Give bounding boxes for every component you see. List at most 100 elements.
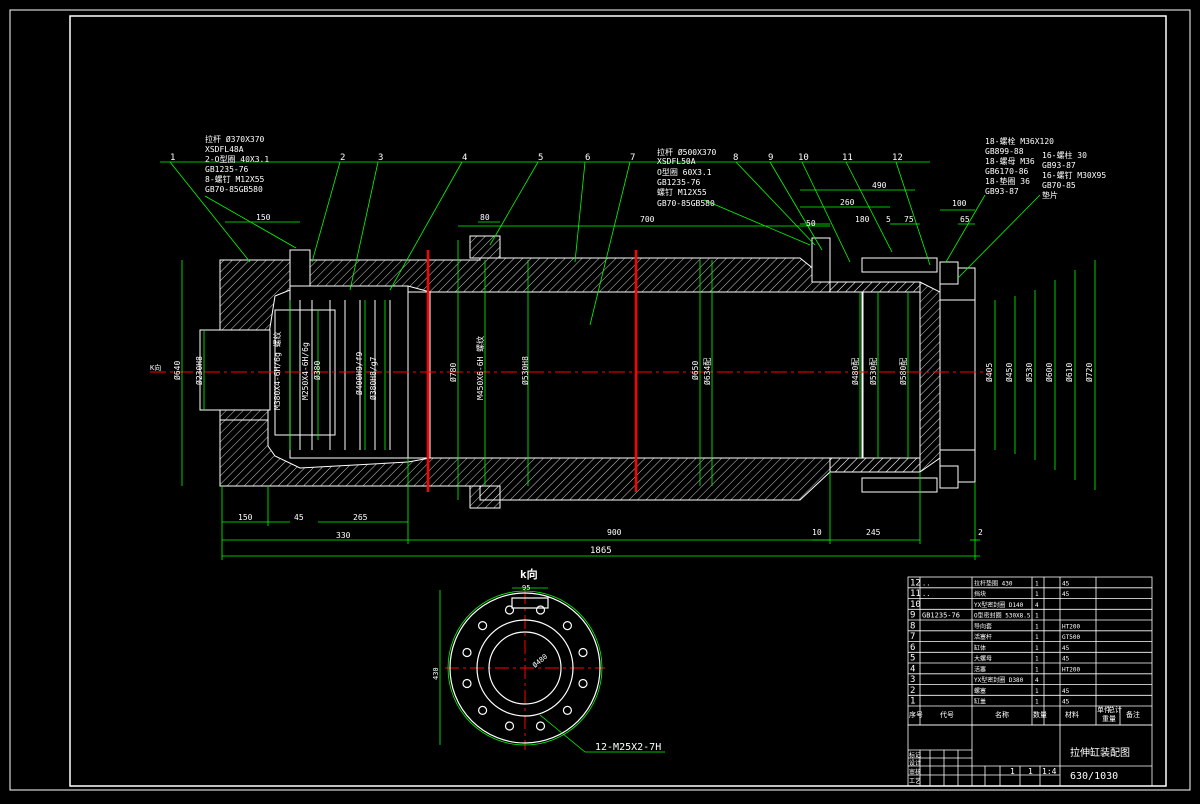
svg-text:Ø380H8/g7: Ø380H8/g7 (368, 356, 378, 400)
svg-text:Ø650: Ø650 (690, 361, 700, 380)
nut-lower (939, 465, 959, 489)
nut-upper (939, 261, 959, 285)
svg-text:Ø640: Ø640 (172, 361, 182, 380)
bom-cell-mat: GT500 (1062, 634, 1080, 641)
bolt-hole (535, 721, 546, 731)
bom-cell-name: 挡块 (974, 590, 986, 598)
balloon-9: 9 (768, 153, 773, 163)
bom-cell-no: 4 (910, 664, 915, 674)
balloon-11: 11 (842, 153, 853, 163)
svg-text:2-O型圈 40X3.1: 2-O型圈 40X3.1 (205, 155, 269, 164)
svg-text:Ø600: Ø600 (1044, 363, 1054, 382)
big-nut-lower (469, 485, 501, 509)
bom-cell-name: YX型密封圈 D140 (974, 601, 1024, 609)
bolt-hole (478, 620, 488, 631)
dim-260: 260 (840, 198, 855, 207)
svg-text:M450X6-6H 螺纹: M450X6-6H 螺纹 (475, 336, 485, 400)
svg-text:GB70-85GB580: GB70-85GB580 (657, 199, 715, 208)
dim-265: 265 (353, 513, 368, 522)
svg-text:8-螺钉 M12X55: 8-螺钉 M12X55 (205, 174, 265, 184)
outer-border (9, 9, 1191, 791)
svg-text:Ø380: Ø380 (312, 361, 322, 380)
svg-text:O型圈 60X3.1: O型圈 60X3.1 (657, 168, 712, 177)
bolt-upper (861, 257, 938, 273)
bom-cell-mat: HT200 (1062, 623, 1080, 630)
diameter-labels: Ø640 Ø230H8 M380X4-6H/6g 螺纹 M250X4-6H/6g… (172, 331, 1094, 410)
dim-80: 80 (480, 213, 490, 222)
svg-text:GB70-85: GB70-85 (1042, 181, 1076, 190)
bolt-hole (462, 678, 472, 689)
bolt-hole (562, 705, 573, 716)
k-view-outer-circle (447, 590, 603, 746)
balloon-10: 10 (798, 153, 809, 163)
k-view-bore-outer (476, 619, 574, 717)
bom-cell-qty: 1 (1035, 699, 1039, 706)
note-right-2: 16-螺柱 30 GB93-87 16-螺钉 M30X95 GB70-85 垫片 (1042, 150, 1106, 200)
k-view-bolt-holes (462, 605, 588, 731)
svg-text:18-螺栓 M36X120: 18-螺栓 M36X120 (985, 136, 1054, 146)
title-block (907, 724, 1153, 787)
dim-150-top: 150 (256, 213, 271, 222)
dim-900: 900 (607, 528, 622, 537)
svg-text:16-螺柱 30: 16-螺柱 30 (1042, 150, 1087, 160)
svg-text:拉杆 Ø500X370: 拉杆 Ø500X370 (657, 147, 717, 157)
dim-75: 75 (904, 215, 914, 224)
svg-text:工艺: 工艺 (909, 777, 921, 785)
bom-cell-qty: 1 (1035, 580, 1039, 587)
bolt-hole (578, 647, 588, 658)
svg-text:总计: 总计 (1108, 705, 1122, 714)
svg-text:1: 1 (1028, 767, 1033, 776)
svg-text:单件: 单件 (1097, 705, 1111, 714)
bom-cell-name: 活塞 (974, 665, 986, 673)
svg-text:序号: 序号 (909, 710, 923, 719)
svg-text:垫片: 垫片 (1042, 190, 1058, 200)
plug-top (289, 249, 311, 287)
svg-text:名称: 名称 (995, 710, 1009, 719)
balloon-12: 12 (892, 153, 903, 163)
svg-text:18-螺母 M36: 18-螺母 M36 (985, 156, 1035, 166)
dimension-lines (160, 161, 1096, 746)
bolt-hole (478, 705, 488, 716)
bom-cell-no: 12 (910, 578, 921, 588)
bom-cell-mat: 45 (1062, 656, 1070, 663)
drawing-number: 630/1030 (1070, 771, 1118, 782)
balloon-4: 4 (462, 153, 467, 163)
bom-cell-qty: 1 (1035, 688, 1039, 695)
balloon-5: 5 (538, 153, 543, 163)
svg-text:M250X4-6H/6g: M250X4-6H/6g (301, 342, 310, 400)
svg-text:Ø400H9/f9: Ø400H9/f9 (354, 351, 364, 395)
bolt-hole (504, 721, 515, 731)
balloon-3: 3 (378, 153, 383, 163)
drawing-name: 拉伸缸装配图 (1070, 746, 1130, 759)
bom-cell-name: 大螺母 (974, 655, 992, 663)
bolt-hole (535, 605, 546, 615)
svg-text:16-螺钉 M30X95: 16-螺钉 M30X95 (1042, 170, 1106, 180)
svg-text:重量: 重量 (1102, 715, 1116, 723)
svg-text:Ø530配: Ø530配 (868, 358, 878, 385)
bom-cell-mat: 45 (1062, 580, 1070, 587)
plug-mid (811, 237, 831, 283)
k-view (439, 587, 665, 753)
bom-cell-mat: 45 (1062, 699, 1070, 706)
bom-cell-no: 2 (910, 686, 915, 696)
svg-text:XSDFL48A: XSDFL48A (205, 145, 244, 154)
svg-text:GB70-85GB580: GB70-85GB580 (205, 185, 263, 194)
bom-cell-qty: 1 (1035, 634, 1039, 641)
k-view-thread-note: 12-M25X2-7H (595, 742, 661, 753)
bom-cell-name: 导向套 (974, 622, 992, 630)
bom-cell-code: .. (922, 590, 930, 598)
title-block-text: 拉伸缸装配图 630/1030 1:4 1 1 标记 设计 审核 工艺 (909, 746, 1130, 785)
bom-cell-code: GB1235-76 (922, 612, 960, 620)
svg-text:Ø480配: Ø480配 (850, 358, 860, 385)
svg-text:Ø610: Ø610 (1064, 363, 1074, 382)
bom-cell-name: 缸盖 (974, 698, 986, 706)
inner-border (69, 15, 1167, 787)
bom-cell-mat: HT200 (1062, 666, 1080, 673)
svg-text:M380X4-6H/6g 螺纹: M380X4-6H/6g 螺纹 (272, 331, 282, 410)
bom-cell-no: 11 (910, 589, 921, 599)
bom-table (907, 576, 1153, 726)
bom-cell-qty: 4 (1035, 677, 1039, 684)
svg-text:设计: 设计 (909, 759, 921, 767)
